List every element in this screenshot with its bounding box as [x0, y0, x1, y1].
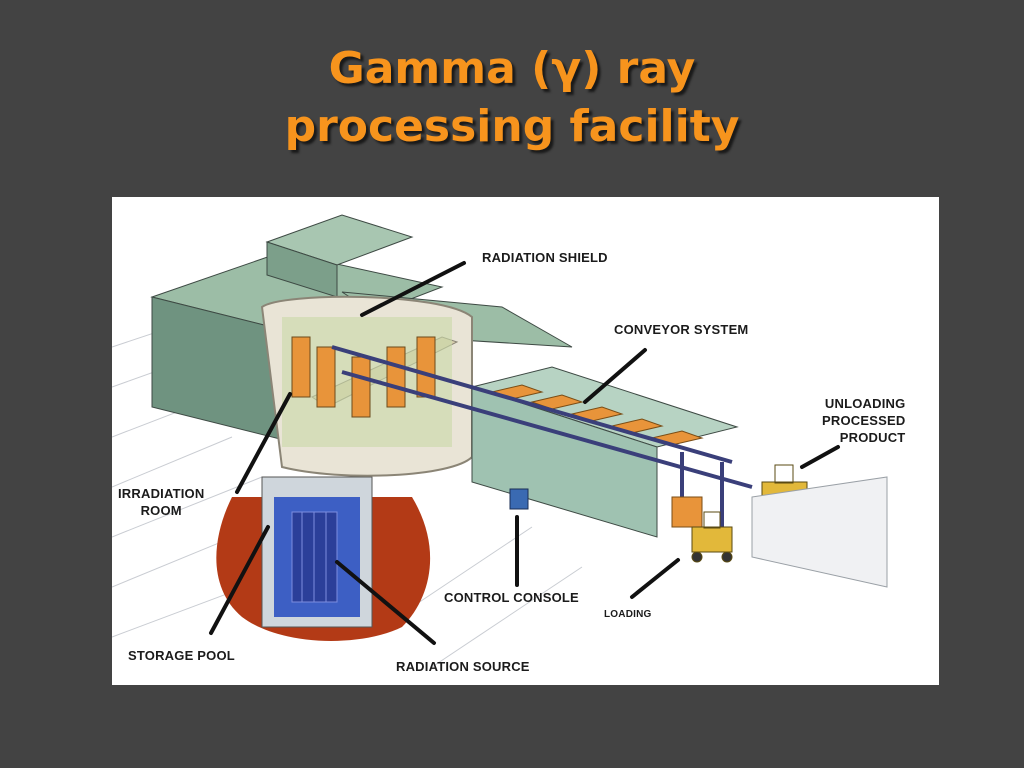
forklift-loading — [691, 511, 733, 563]
label-irradiation-room: IRRADIATION ROOM — [118, 486, 205, 518]
title-line-2: processing facility — [284, 101, 740, 152]
conveyor-housing-front — [471, 386, 658, 538]
conveyor-rails — [331, 345, 753, 537]
label-radiation-source: RADIATION SOURCE — [396, 659, 530, 674]
leader-lines — [209, 261, 840, 645]
facility-illustration — [112, 214, 888, 668]
control-console-box — [509, 488, 529, 510]
label-conveyor-system: CONVEYOR SYSTEM — [614, 322, 749, 337]
product-carriers — [291, 336, 436, 418]
label-loading: LOADING — [604, 609, 652, 620]
label-control-console: CONTROL CONSOLE — [444, 590, 579, 605]
slide-title: Gamma (γ) ray processing facility — [0, 40, 1024, 156]
label-unloading-processed-product: UNLOADING PROCESSED PRODUCT — [822, 396, 906, 445]
label-radiation-shield: RADIATION SHIELD — [482, 250, 608, 265]
unloading-dock — [751, 476, 888, 588]
loading-pallet — [671, 496, 703, 528]
facility-diagram: RADIATION SHIELD CONVEYOR SYSTEM UNLOADI… — [112, 197, 939, 685]
label-storage-pool: STORAGE POOL — [128, 648, 235, 663]
ground-lines — [112, 296, 583, 668]
title-line-1: Gamma (γ) ray — [328, 43, 696, 94]
